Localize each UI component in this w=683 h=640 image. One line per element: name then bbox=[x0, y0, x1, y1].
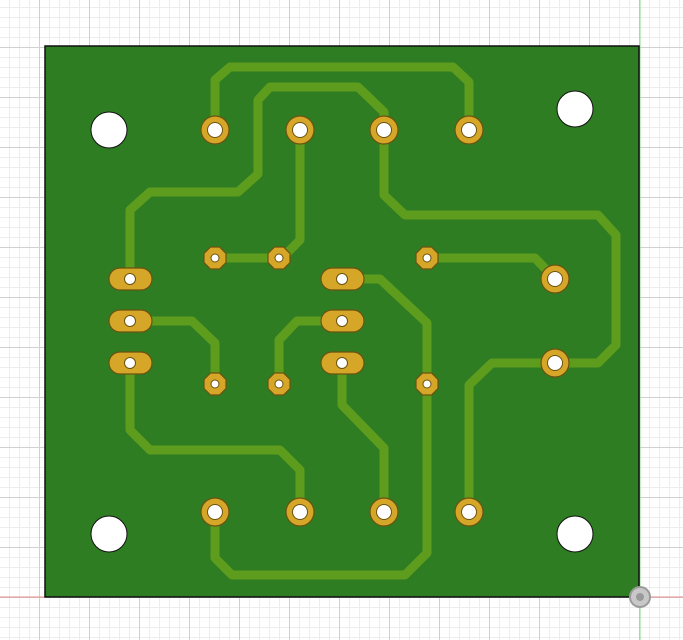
vias bbox=[203, 246, 439, 396]
pad[interactable] bbox=[540, 348, 570, 378]
mounting-hole[interactable] bbox=[556, 515, 594, 553]
oblong-pad[interactable] bbox=[320, 267, 365, 291]
oblong-pad[interactable] bbox=[108, 267, 153, 291]
pad[interactable] bbox=[285, 115, 315, 145]
via[interactable] bbox=[415, 372, 439, 396]
pad[interactable] bbox=[454, 497, 484, 527]
pad[interactable] bbox=[540, 264, 570, 294]
pad[interactable] bbox=[369, 497, 399, 527]
via[interactable] bbox=[267, 372, 291, 396]
pad[interactable] bbox=[369, 115, 399, 145]
origin-marker[interactable] bbox=[629, 586, 651, 608]
trace bbox=[379, 125, 621, 368]
pad[interactable] bbox=[285, 497, 315, 527]
trace bbox=[125, 316, 220, 389]
trace bbox=[125, 358, 305, 517]
trace bbox=[125, 82, 389, 284]
trace bbox=[337, 358, 389, 517]
trace bbox=[210, 62, 474, 135]
pad[interactable] bbox=[200, 115, 230, 145]
oblong-pad[interactable] bbox=[108, 309, 153, 333]
trace bbox=[210, 274, 432, 580]
trace bbox=[274, 316, 347, 389]
trace bbox=[210, 125, 305, 263]
pad[interactable] bbox=[454, 115, 484, 145]
oblong-pad[interactable] bbox=[320, 309, 365, 333]
mounting-hole[interactable] bbox=[556, 90, 594, 128]
via[interactable] bbox=[415, 246, 439, 270]
oblong-pad[interactable] bbox=[320, 351, 365, 375]
oblong-pads bbox=[108, 267, 365, 375]
mounting-hole[interactable] bbox=[90, 515, 128, 553]
oblong-pad[interactable] bbox=[108, 351, 153, 375]
pad[interactable] bbox=[200, 497, 230, 527]
via[interactable] bbox=[203, 372, 227, 396]
via[interactable] bbox=[267, 246, 291, 270]
round-pads bbox=[200, 115, 570, 527]
trace bbox=[464, 358, 560, 517]
mounting-holes bbox=[90, 90, 594, 553]
mounting-hole[interactable] bbox=[90, 111, 128, 149]
via[interactable] bbox=[203, 246, 227, 270]
